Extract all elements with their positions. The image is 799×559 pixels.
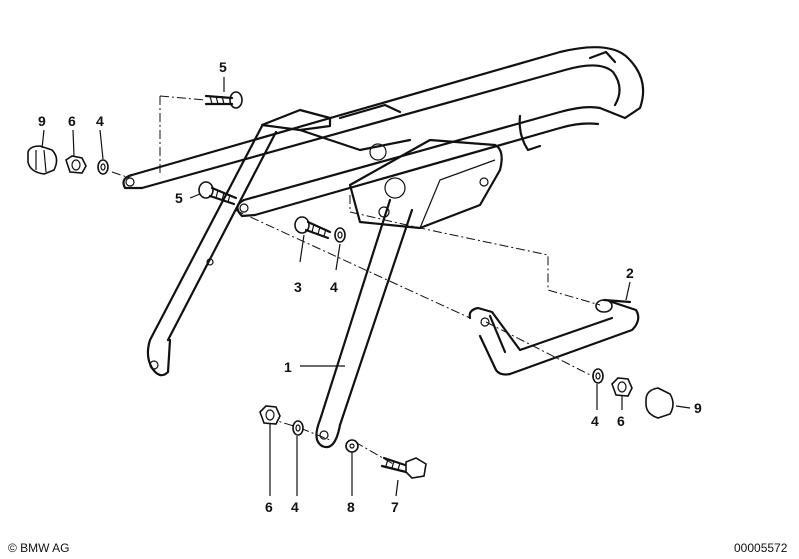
callout-1: 1 [284, 359, 292, 375]
screw-part-5-top [204, 91, 243, 109]
callout-6-bottom: 6 [265, 499, 273, 515]
copyright-text: © BMW AG [8, 541, 70, 555]
callout-5-lower: 5 [175, 190, 183, 206]
nut-part-6-right [611, 377, 633, 397]
image-number: 00005572 [734, 541, 788, 555]
washer-part-4-center [334, 227, 346, 243]
callout-4-center: 4 [330, 279, 338, 295]
callout-labels: 1 2 3 4 4 4 4 5 5 6 6 6 7 8 9 9 [38, 59, 702, 515]
callout-6-left: 6 [68, 113, 76, 129]
nut-part-6-left [65, 155, 87, 174]
callout-3: 3 [294, 279, 302, 295]
callout-2: 2 [626, 265, 634, 281]
callout-4-left: 4 [96, 113, 104, 129]
washer-part-8 [345, 439, 359, 453]
callout-9-right: 9 [694, 400, 702, 416]
callout-4-right: 4 [591, 413, 599, 429]
callout-4-bottom: 4 [291, 499, 299, 515]
callout-7: 7 [391, 499, 399, 515]
nut-part-6-bottom [259, 405, 281, 425]
leader-lines [41, 77, 631, 497]
screw-part-5-lower [198, 181, 238, 206]
callout-5-top: 5 [219, 59, 227, 75]
cap-part-9-right [645, 387, 691, 419]
washer-part-4-left [97, 159, 109, 175]
rear-frame-part-1 [122, 46, 645, 449]
washer-part-4-bottom [292, 420, 304, 436]
washer-part-4-right [592, 368, 604, 384]
callout-6-right: 6 [617, 413, 625, 429]
callout-9-left: 9 [38, 113, 46, 129]
assembly-lines [111, 95, 601, 466]
callout-8: 8 [347, 499, 355, 515]
cap-part-9-left [27, 145, 58, 175]
screw-part-3 [294, 216, 332, 240]
bracket-part-2 [468, 298, 640, 376]
bolt-part-7 [380, 456, 427, 479]
